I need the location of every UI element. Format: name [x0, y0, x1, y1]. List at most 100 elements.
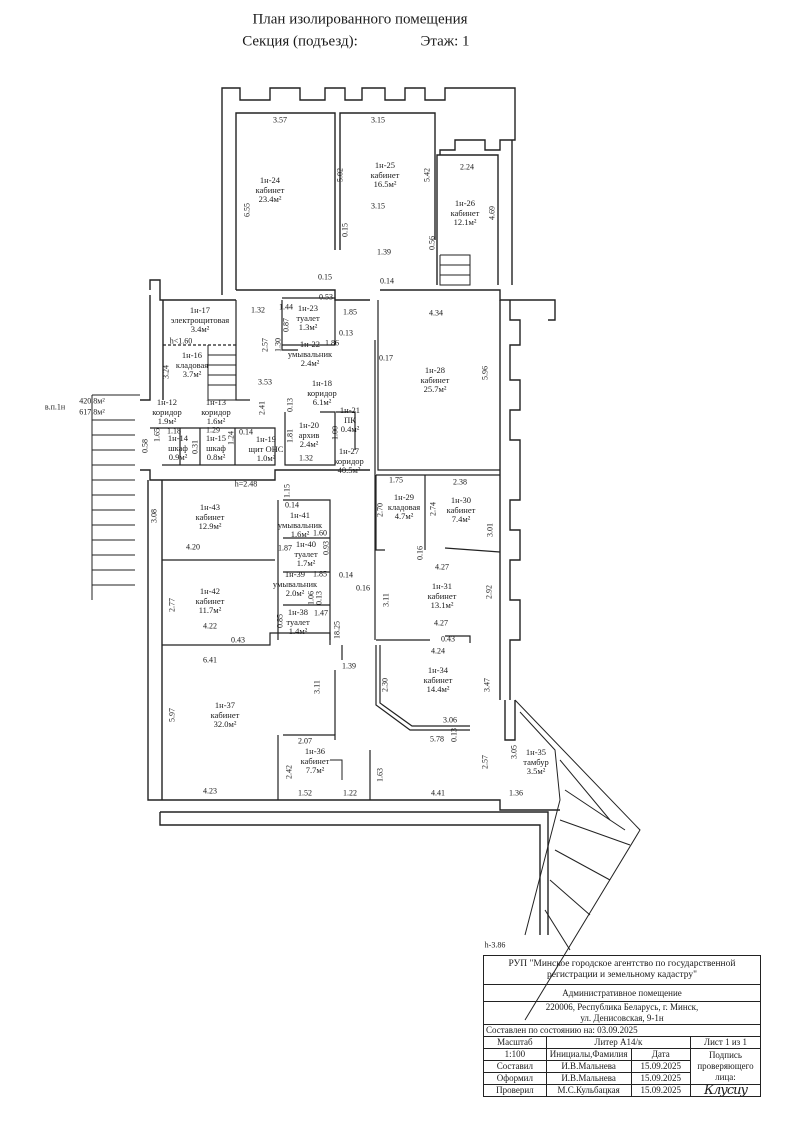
dimension-label: 1.86 — [325, 338, 339, 348]
room-id: 1н-30 — [450, 494, 472, 505]
room-name: туалет — [286, 616, 310, 627]
dimension-label: 1.65 — [152, 428, 162, 442]
dimension-label: 1.29 — [206, 425, 220, 435]
room-area: 7.7м² — [305, 764, 325, 775]
room-name: тамбур — [523, 756, 549, 767]
role-cell: Составил — [483, 1060, 547, 1073]
room-name: кабинет — [420, 374, 450, 385]
room-name: шкаф — [206, 442, 226, 453]
dimension-label: 3.15 — [371, 201, 385, 211]
room-name: кабинет — [423, 674, 453, 685]
dimension-label: 3.47 — [482, 678, 492, 692]
dimension-label: 2.30 — [380, 678, 390, 692]
dimension-label: 3.11 — [381, 593, 391, 607]
dimension-label: 4.20 — [186, 542, 200, 552]
room-name: шкаф — [168, 442, 188, 453]
dimension-label: 1.47 — [314, 608, 328, 618]
room-area: 1.3м² — [298, 321, 318, 332]
dimension-label: 0.14 — [339, 570, 353, 580]
room-id: 1н-38 — [287, 606, 309, 617]
room-name: кабинет — [300, 755, 330, 766]
dimension-label: 2.38 — [453, 477, 467, 487]
exterior-walls — [140, 87, 560, 935]
room-id: 1н-41 — [289, 509, 311, 520]
room-name: коридор — [334, 455, 364, 466]
room-name: кабинет — [450, 207, 480, 218]
date-cell: 15.09.2025 — [630, 1060, 691, 1073]
dimension-label: 3.05 — [509, 745, 519, 759]
room-area: 1.4м² — [288, 625, 308, 636]
dimension-label: 4.27 — [434, 618, 448, 628]
room-name: кабинет — [195, 595, 225, 606]
signature-label: Подпись проверяющего лица: — [689, 1048, 762, 1085]
room-area: 40.5м² — [337, 464, 361, 475]
dimension-label: 1.00 — [330, 426, 340, 440]
dimension-label: 0.14 — [380, 276, 394, 286]
room-area: 3.7м² — [182, 368, 202, 379]
room-name: кабинет — [255, 184, 285, 195]
dimension-label: 0.53 — [319, 292, 333, 302]
name-cell: М.С.Кульбацкая — [545, 1084, 632, 1097]
room-id: 1н-28 — [424, 364, 446, 375]
room-name: умывальник — [272, 578, 318, 589]
room-id: 1н-39 — [284, 568, 306, 579]
dimension-label: 1.32 — [251, 305, 265, 315]
organization: РУП "Минское городское агентство по госу… — [483, 955, 761, 985]
room-area: 2.0м² — [285, 587, 305, 598]
dimension-label: 2.07 — [298, 736, 312, 746]
dimension-label: 1.85 — [313, 569, 327, 579]
room-name: умывальник — [277, 519, 323, 530]
title-block: РУП "Минское городское агентство по госу… — [483, 955, 762, 1097]
dimension-label: 0.13 — [285, 398, 295, 412]
room-id: 1н-27 — [338, 445, 360, 456]
dimension-label: 5.96 — [480, 366, 490, 380]
room-id: 1н-17 — [189, 304, 211, 315]
dimension-label: 3.08 — [149, 509, 159, 523]
dimension-label: 0.87 — [281, 318, 291, 332]
side-note-label: в.п.1н — [44, 402, 66, 412]
room-id: 1н-24 — [259, 174, 281, 185]
dimension-label: 0.43 — [441, 634, 455, 644]
dimension-label: 1.15 — [282, 484, 292, 498]
room-name: туалет — [296, 312, 320, 323]
dimension-label: 2.41 — [257, 401, 267, 415]
date-cell: 15.09.2025 — [630, 1084, 691, 1097]
room-area: 7.4м² — [451, 513, 471, 524]
dimension-label: 3.01 — [485, 523, 495, 537]
dimension-label: 1.87 — [278, 543, 292, 553]
room-name: умывальник — [287, 348, 333, 359]
dimension-label: h<1.60 — [169, 336, 193, 346]
room-name: кабинет — [370, 169, 400, 180]
object-type: Административное помещение — [483, 984, 761, 1002]
plan-title: План изолированного помещения — [252, 11, 468, 28]
address: 220006, Республика Беларусь, г. Минск,ул… — [483, 1001, 761, 1025]
room-id: 1н-21 — [339, 404, 361, 415]
room-id: 1н-20 — [298, 419, 320, 430]
address-line-2: ул. Денисовская, 9-1н — [580, 1013, 664, 1023]
room-name: кладовая — [387, 501, 421, 512]
liter: Литер А14/к — [545, 1036, 691, 1049]
dimension-label: 0.13 — [314, 591, 324, 605]
dimension-label: 0.15 — [318, 272, 332, 282]
room-name: кабинет — [446, 504, 476, 515]
room-area: 16.5м² — [373, 178, 397, 189]
dimension-label: 0.31 — [190, 440, 200, 454]
dimension-label: 1.24 — [226, 431, 236, 445]
dimension-label: 4.34 — [429, 308, 443, 318]
